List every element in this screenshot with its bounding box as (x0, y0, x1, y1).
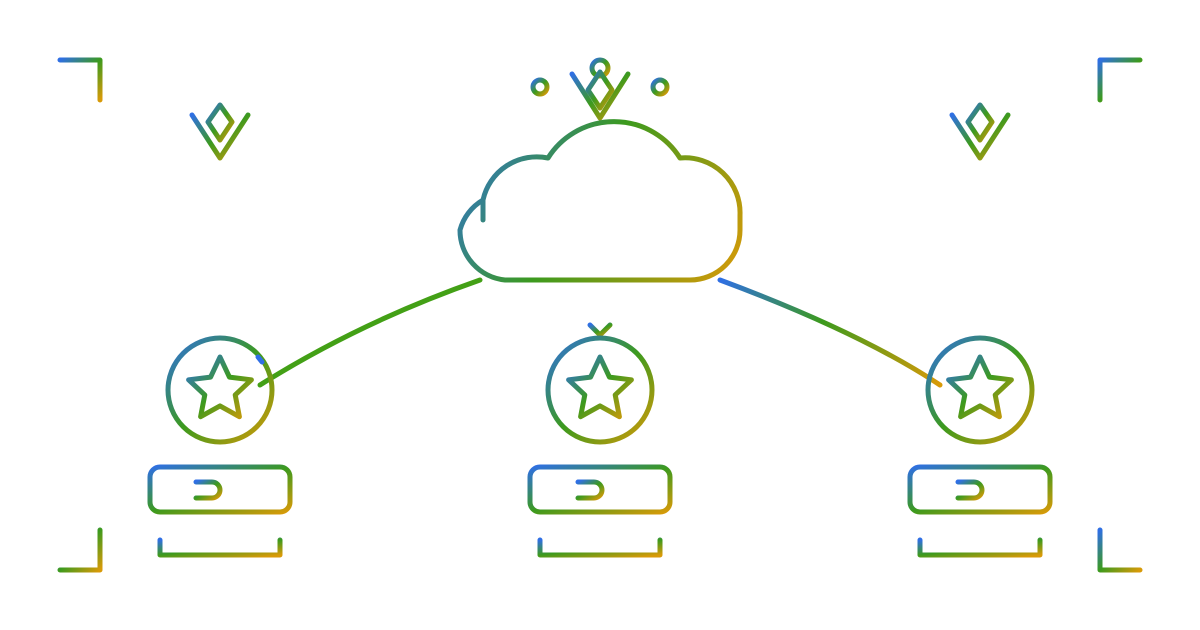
connector-hub-left (257, 277, 483, 388)
star-icon (566, 354, 634, 420)
node-left (147, 335, 293, 558)
node-base-left (157, 537, 283, 558)
node-right (907, 335, 1053, 558)
corner-brackets (57, 57, 1143, 573)
node-ring-right (925, 335, 1035, 445)
chevron-down-icon (587, 322, 613, 338)
corner-bracket-top-left (57, 57, 103, 103)
node-ring-center (545, 335, 655, 445)
plug-icon (193, 479, 247, 501)
connectors (257, 277, 943, 388)
corner-bracket-top-right (1097, 57, 1143, 103)
star-icon (186, 354, 254, 420)
node-base-right (917, 537, 1043, 558)
corner-bracket-bottom-right (1097, 527, 1143, 573)
right-diamond-icon (949, 102, 1011, 161)
cloud-icon (457, 119, 743, 283)
node-pill-center (527, 464, 673, 515)
star-icon (946, 354, 1014, 420)
node-base-center (537, 537, 663, 558)
node-pill-left (147, 464, 293, 515)
connector-hub-right (717, 277, 943, 388)
corner-bracket-bottom-left (57, 527, 103, 573)
left-diamond-icon (189, 102, 251, 161)
link-arc-icon (575, 479, 605, 501)
link-arc-icon (955, 479, 985, 501)
crown-sparkle-icon (530, 57, 670, 121)
node-ring-left (165, 335, 275, 445)
node-pill-right (907, 464, 1053, 515)
node-center (527, 322, 673, 558)
